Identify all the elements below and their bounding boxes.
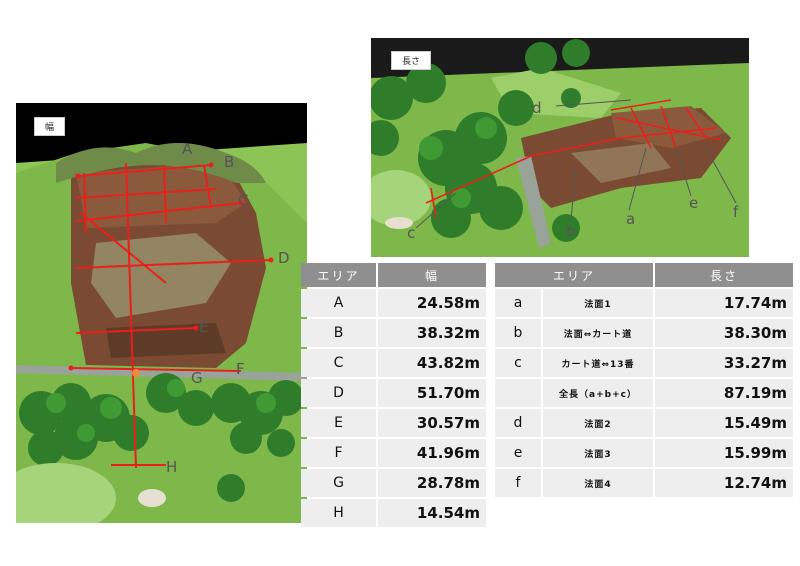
area-cell: D <box>301 379 376 407</box>
area-name-cell: 全長（a+b+c） <box>543 379 653 407</box>
area-name-cell: カート道⇔13番 <box>543 349 653 377</box>
length-photo-label: 長さ <box>391 51 432 70</box>
area-name-cell: 法面2 <box>543 409 653 437</box>
area-key-cell: f <box>495 469 541 497</box>
length-aerial-map <box>371 38 749 257</box>
area-cell: A <box>301 289 376 317</box>
marker-b-lower: b <box>566 222 576 240</box>
width-photo-label: 幅 <box>34 117 66 136</box>
area-cell: E <box>301 409 376 437</box>
area-cell: H <box>301 499 376 527</box>
marker-f-lower: f <box>733 203 739 221</box>
marker-c-lower: c <box>407 224 416 242</box>
length-value-cell: 15.49m <box>655 409 793 437</box>
area-name-cell: 法面3 <box>543 439 653 467</box>
area-key-cell: b <box>495 319 541 347</box>
area-cell: F <box>301 439 376 467</box>
width-header-width: 幅 <box>378 263 486 287</box>
length-header-length: 長さ <box>655 263 793 287</box>
length-value-cell: 12.74m <box>655 469 793 497</box>
marker-g: G <box>191 369 203 387</box>
width-value-cell: 30.57m <box>378 409 486 437</box>
area-name-cell: 法面1 <box>543 289 653 317</box>
length-aerial-photo: 長さ d b c a e f <box>371 38 749 257</box>
width-aerial-photo: 幅 A B C D E F G H <box>16 103 307 523</box>
area-key-cell: e <box>495 439 541 467</box>
width-header-area: エリア <box>301 263 376 287</box>
marker-a: A <box>182 140 193 158</box>
marker-c: C <box>238 191 249 209</box>
table-row: 全長（a+b+c）87.19m <box>495 379 793 407</box>
marker-f: F <box>236 360 245 378</box>
marker-d: D <box>278 249 290 267</box>
area-key-cell: a <box>495 289 541 317</box>
area-name-cell: 法面⇔カート道 <box>543 319 653 347</box>
area-name-cell: 法面4 <box>543 469 653 497</box>
marker-h: H <box>166 458 178 476</box>
length-header-area: エリア <box>495 263 653 287</box>
marker-a-lower: a <box>626 210 636 228</box>
length-value-cell: 38.30m <box>655 319 793 347</box>
area-key-cell: c <box>495 349 541 377</box>
area-cell: B <box>301 319 376 347</box>
width-value-cell: 41.96m <box>378 439 486 467</box>
width-value-cell: 24.58m <box>378 289 486 317</box>
marker-e: E <box>199 318 209 336</box>
area-key-cell: d <box>495 409 541 437</box>
width-value-cell: 51.70m <box>378 379 486 407</box>
area-key-cell <box>495 379 541 407</box>
length-value-cell: 87.19m <box>655 379 793 407</box>
width-aerial-map <box>16 103 307 523</box>
length-value-cell: 15.99m <box>655 439 793 467</box>
width-value-cell: 43.82m <box>378 349 486 377</box>
marker-b: B <box>224 153 235 171</box>
length-value-cell: 33.27m <box>655 349 793 377</box>
marker-d-lower: d <box>532 99 542 117</box>
area-cell: G <box>301 469 376 497</box>
area-cell: C <box>301 349 376 377</box>
width-value-cell: 38.32m <box>378 319 486 347</box>
width-value-cell: 14.54m <box>378 499 486 527</box>
width-value-cell: 28.78m <box>378 469 486 497</box>
length-value-cell: 17.74m <box>655 289 793 317</box>
marker-e-lower: e <box>689 194 699 212</box>
